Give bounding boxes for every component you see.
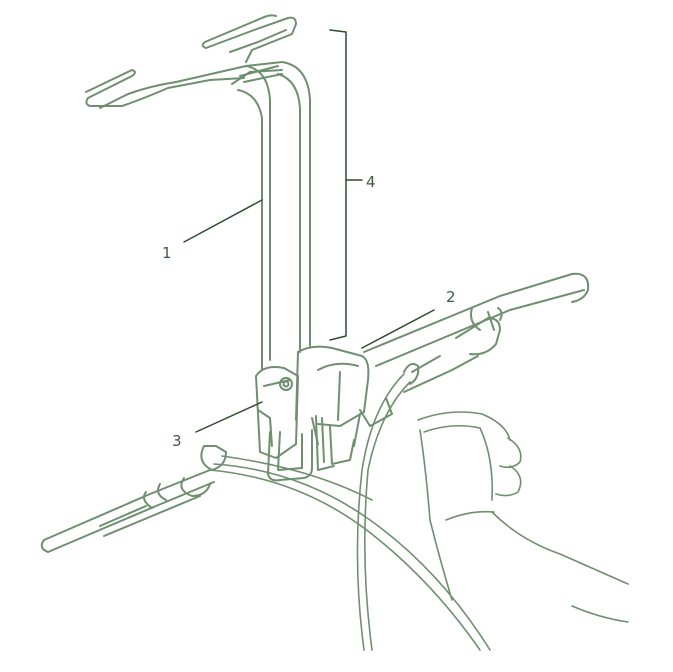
leader-line-3 <box>195 401 263 433</box>
brake-cables <box>209 373 491 651</box>
callout-leaders <box>183 199 435 433</box>
handlebar <box>40 272 590 553</box>
upright-wire-frame <box>85 14 311 371</box>
callout-label-1: 1 <box>162 244 172 262</box>
leader-line-2 <box>361 309 435 349</box>
callout-label-4: 4 <box>366 173 376 191</box>
callout-label-2: 2 <box>446 288 456 306</box>
height-bracket <box>329 29 363 341</box>
handlebar-clamp-assembly <box>255 345 393 482</box>
leader-line-1 <box>183 199 263 243</box>
bicycle-stem-frame <box>417 411 629 623</box>
callout-label-3: 3 <box>172 432 182 450</box>
